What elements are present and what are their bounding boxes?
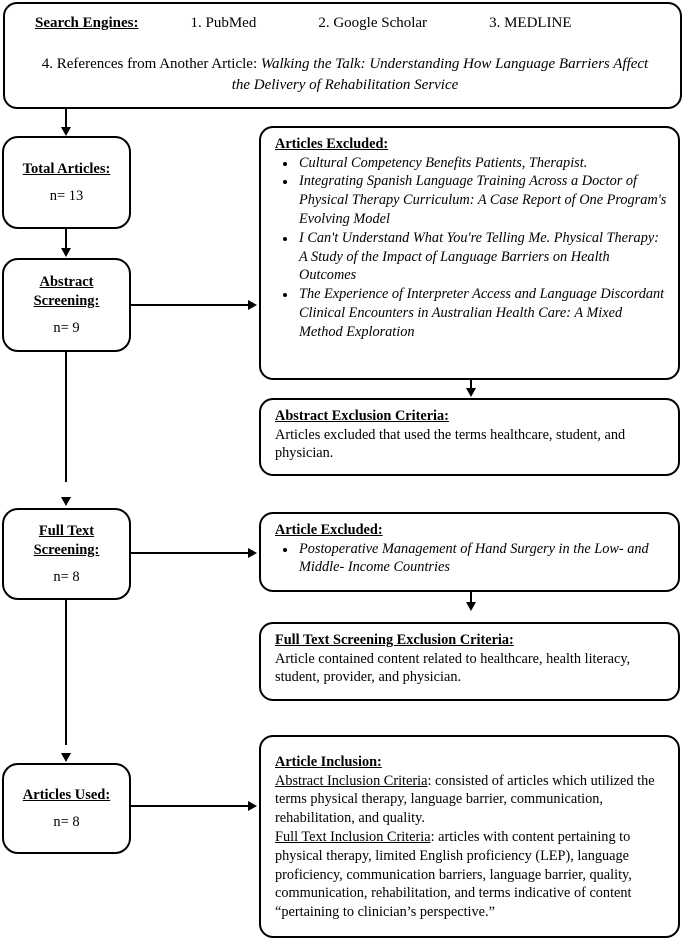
stage-title-articles-used: Articles Used: [22,786,111,803]
stage-title-abstract-line2: Screening: [33,293,100,309]
list-item: The Experience of Interpreter Access and… [297,285,668,341]
article-excluded-list: Postoperative Management of Hand Surgery… [275,540,668,578]
article-excluded-heading: Article Excluded: [275,522,383,538]
stage-title-fulltext-line2: Screening: [33,542,100,558]
search-engine-pubmed: 1. PubMed [190,15,257,31]
arrow-abstract-to-fulltext [60,497,71,506]
arrow-article-excluded-to-fulltext-criteria [465,602,476,611]
connector-excluded-to-abstract-criteria [470,380,472,390]
abstract-inclusion-criteria-body: : consisted of articles which utilized t… [275,772,655,827]
connector-abstract-to-fulltext [65,352,67,482]
full-text-inclusion-criteria-label: Full Text Inclusion Criteria [275,828,431,845]
full-text-inclusion-criteria-body: : articles with content pertaining to ph… [275,828,632,921]
stage-box-full-text-screening: Full Text Screening: n= 8 [2,508,131,600]
reference-source-prefix: 4. References from Another Article: [41,56,258,72]
connector-fulltext-to-excluded [131,552,249,554]
connector-used-to-inclusion [131,805,249,807]
article-inclusion-heading: Article Inclusion: [275,754,382,770]
full-text-exclusion-criteria-heading: Full Text Screening Exclusion Criteria: [275,632,514,648]
connector-abstract-to-excluded [131,304,249,306]
abstract-exclusion-criteria-body: Articles excluded that used the terms he… [275,426,626,462]
stage-title-fulltext-line1: Full Text [38,522,95,539]
articles-excluded-heading: Articles Excluded: [275,136,389,152]
list-item: I Can't Understand What You're Telling M… [297,229,668,285]
connector-total-to-abstract [65,229,67,250]
reference-source-title-line1: Walking the Talk: Understanding How Lang… [260,56,649,72]
full-text-inclusion-criteria: Full Text Inclusion Criteria: articles w… [275,828,668,922]
arrow-fulltext-to-used [60,753,71,762]
abstract-inclusion-criteria-label: Abstract Inclusion Criteria [275,772,428,789]
stage-count-full-text-screening: n= 8 [53,569,80,586]
connector-article-excluded-to-fulltext-criteria [470,592,472,604]
arrow-excluded-to-abstract-criteria [465,388,476,397]
article-inclusion-box: Article Inclusion: Abstract Inclusion Cr… [259,735,680,938]
stage-title-abstract-screening: Abstract Screening: [34,273,100,311]
abstract-inclusion-criteria: Abstract Inclusion Criteria: consisted o… [275,772,668,828]
connector-header-to-total [65,109,67,129]
stage-count-abstract-screening: n= 9 [53,320,80,337]
search-engine-medline: 3. MEDLINE [489,15,572,31]
stage-title-total-articles: Total Articles: [22,160,111,177]
connector-fulltext-to-used [65,600,67,745]
arrow-header-to-total [60,127,71,136]
arrow-used-to-inclusion [248,800,257,811]
stage-title-full-text-screening: Full Text Screening: [34,522,100,560]
abstract-exclusion-criteria-box: Abstract Exclusion Criteria: Articles ex… [259,398,680,476]
search-engines-box: Search Engines: 1. PubMed 2. Google Scho… [3,2,682,109]
stage-box-articles-used: Articles Used: n= 8 [2,763,131,854]
stage-box-total-articles: Total Articles: n= 13 [2,136,131,229]
reference-source-title-line2: the Delivery of Rehabilitation Service [231,76,459,93]
full-text-exclusion-criteria-box: Full Text Screening Exclusion Criteria: … [259,622,680,701]
abstract-exclusion-criteria-heading: Abstract Exclusion Criteria: [275,408,449,424]
arrow-total-to-abstract [60,248,71,257]
search-engines-label: Search Engines: [35,15,139,31]
list-item: Cultural Competency Benefits Patients, T… [297,154,668,173]
list-item: Integrating Spanish Language Training Ac… [297,172,668,228]
search-engine-google-scholar: 2. Google Scholar [318,15,428,31]
article-excluded-box: Article Excluded: Postoperative Manageme… [259,512,680,592]
arrow-abstract-to-excluded [248,299,257,310]
stage-count-total-articles: n= 13 [49,188,84,205]
stage-box-abstract-screening: Abstract Screening: n= 9 [2,258,131,352]
arrow-fulltext-to-excluded [248,547,257,558]
articles-excluded-list: Cultural Competency Benefits Patients, T… [275,154,668,342]
full-text-exclusion-criteria-body: Article contained content related to hea… [275,650,631,686]
stage-count-articles-used: n= 8 [53,814,80,831]
stage-title-abstract-line1: Abstract [39,273,94,290]
articles-excluded-box: Articles Excluded: Cultural Competency B… [259,126,680,380]
list-item: Postoperative Management of Hand Surgery… [297,540,668,578]
